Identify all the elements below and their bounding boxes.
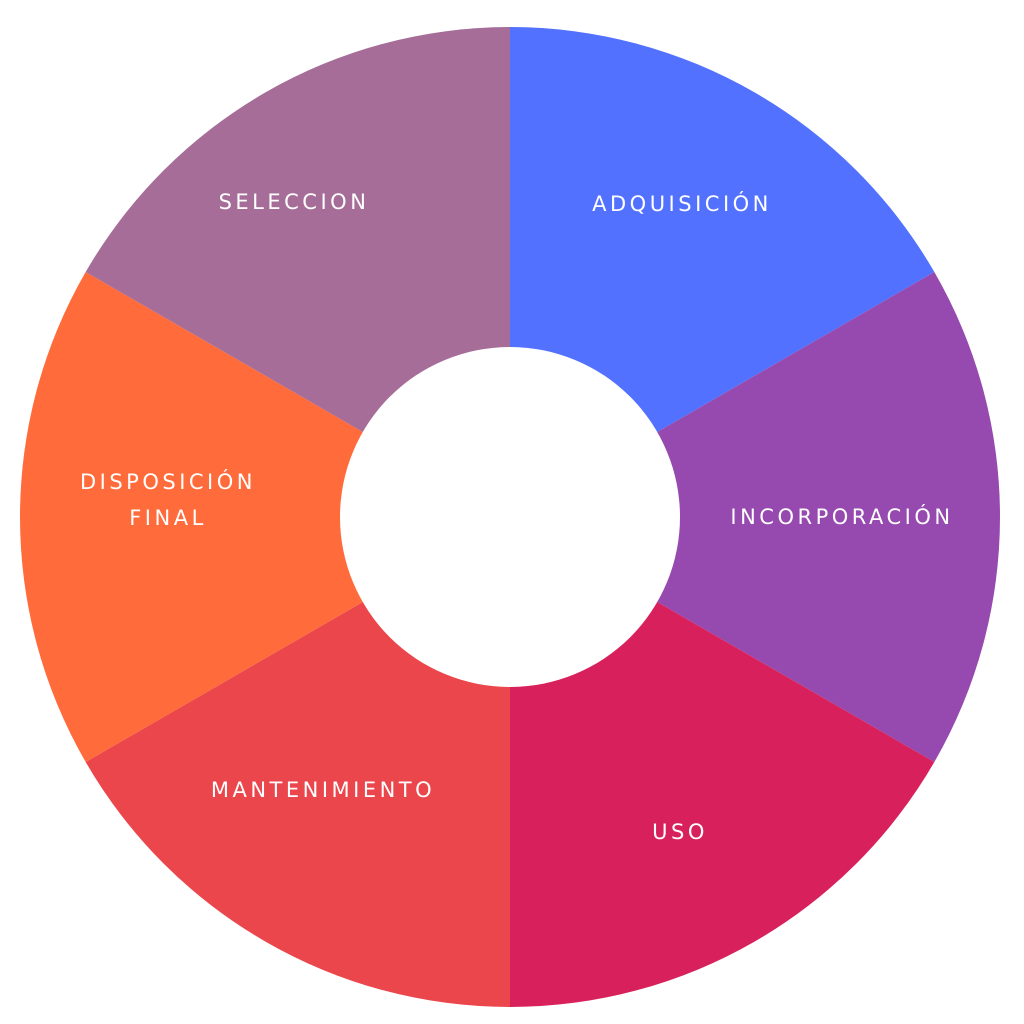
- ring-segment: [20, 272, 510, 762]
- ring-segment: [510, 272, 1000, 762]
- segment-labels: ADQUISICIÓN INCORPORACIÓN USO MANTENIMIENTO…: [80, 190, 953, 844]
- segment-label: FINAL: [129, 506, 207, 530]
- segment-label: INCORPORACIÓN: [730, 504, 953, 529]
- segment-label: MANTENIMIENTO: [211, 778, 435, 802]
- segment-label: USO: [652, 820, 708, 844]
- ring-center-hole: [340, 347, 680, 687]
- segment-label: SELECCION: [219, 190, 370, 214]
- segment-label: DISPOSICIÓN: [80, 469, 256, 494]
- segment-label: ADQUISICIÓN: [592, 191, 772, 216]
